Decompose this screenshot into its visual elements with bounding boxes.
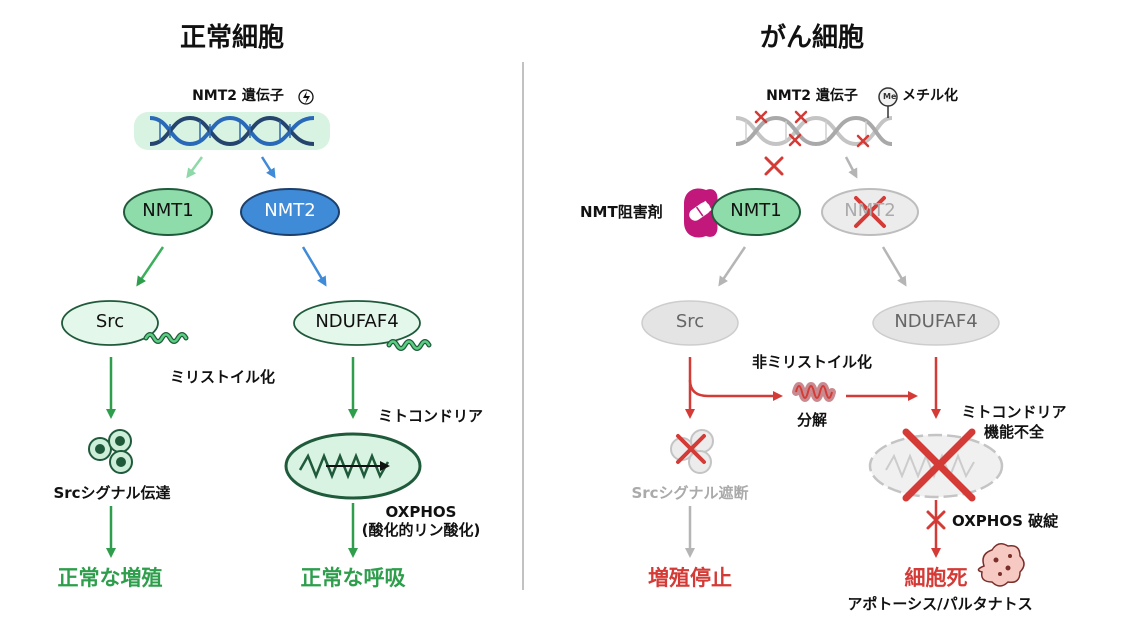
normal-gene-label: NMT2 遺伝子	[192, 88, 284, 104]
normal-nmt2-label: NMT2	[264, 200, 316, 221]
oxphos-collapse-label: OXPHOS 破綻	[952, 512, 1059, 530]
inhibitor-label: NMT阻害剤	[580, 203, 663, 221]
oxphos-sub-label: (酸化的リン酸化)	[361, 521, 481, 539]
arrow-src-to-degradation	[688, 379, 783, 401]
degradation-label: 分解	[796, 411, 828, 429]
myristoylation-label: ミリストイル化	[170, 368, 276, 386]
growth-arrest-outcome: 増殖停止	[648, 566, 732, 590]
vesicle-cluster-icon	[88, 429, 133, 474]
src-node	[61, 300, 159, 346]
cancer-dna-icon	[735, 115, 893, 147]
x-mark-icon	[754, 110, 870, 148]
arrow-nmt2-to-ndufaf4-faded	[881, 246, 907, 287]
mitochondria-icon	[284, 432, 422, 500]
ndufaf4-node	[293, 300, 421, 346]
arrow-nmt1-to-src-faded	[718, 246, 747, 287]
protein-coil-icon	[792, 382, 836, 402]
normal-dna-icon	[134, 112, 330, 150]
cell-death-types-label: アポトーシス/パルタナトス	[847, 595, 1033, 613]
cancer-nmt1-label: NMT1	[730, 200, 782, 221]
methyl-marker-icon	[878, 87, 898, 118]
pill-icon	[684, 188, 718, 238]
x-mark-icon	[902, 428, 976, 502]
cancer-nmt1-node	[711, 188, 801, 236]
methyl-badge-text: Me	[883, 92, 897, 101]
nmt1-node	[123, 188, 213, 236]
x-mark-icon	[676, 434, 706, 464]
demyristoylation-label: 非ミリストイル化	[751, 353, 873, 371]
arrow-dna-to-nmt2-faded	[844, 156, 858, 179]
methylation-label: メチル化	[902, 88, 958, 104]
normal-ndufaf4-label: NDUFAF4	[315, 311, 399, 332]
cell-death-outcome: 細胞死	[904, 566, 968, 590]
cancer-ndufaf4-node	[872, 300, 1000, 346]
cancer-gene-label: NMT2 遺伝子	[766, 88, 858, 104]
arrow-nmt1-to-src	[136, 246, 165, 287]
mito-dysfunction-label-1: ミトコンドリア	[961, 403, 1067, 421]
cancer-src-label: Src	[675, 311, 705, 332]
arrow-dna-to-nmt2	[260, 156, 276, 179]
cancer-src-node	[641, 300, 739, 346]
normal-panel-title: 正常細胞	[179, 23, 285, 53]
x-mark-icon	[764, 156, 784, 176]
mito-dysfunction-label-2: 機能不全	[983, 423, 1045, 441]
dying-cell-icon	[977, 543, 1025, 587]
arrow-nmt2-to-ndufaf4	[301, 246, 327, 287]
x-mark-icon	[854, 196, 886, 228]
src-blocked-label: Srcシグナル遮断	[631, 484, 749, 502]
oxphos-label: OXPHOS	[385, 503, 457, 521]
normal-src-label: Src	[95, 311, 125, 332]
lightning-icon	[298, 89, 314, 105]
cancer-ndufaf4-label: NDUFAF4	[894, 311, 978, 332]
x-mark-icon	[926, 510, 946, 530]
arrow-dna-to-nmt1	[186, 156, 204, 179]
normal-growth-outcome: 正常な増殖	[57, 566, 163, 590]
nmt2-node	[240, 188, 340, 236]
normal-respiration-outcome: 正常な呼吸	[300, 566, 406, 590]
cancer-panel-title: がん細胞	[759, 23, 865, 53]
normal-nmt1-label: NMT1	[142, 200, 194, 221]
cancer-nmt2-label: NMT2	[844, 200, 896, 221]
normal-mito-label: ミトコンドリア	[378, 407, 484, 425]
src-signal-label: Srcシグナル伝達	[53, 484, 171, 502]
